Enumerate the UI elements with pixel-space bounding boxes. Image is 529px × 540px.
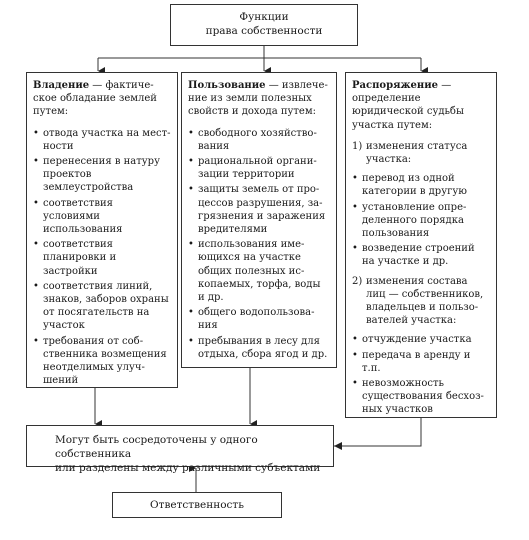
ownership-title: Владение [33,80,90,91]
concentration-line-1: Могут быть сосредоточены у одного собств… [55,434,258,460]
list-item: возведение строений на участке и др. [352,242,490,268]
use-title: Пользование [188,80,266,91]
functions-box: Функции права собственности [170,4,358,46]
group-label: изменения статуса участка: [366,140,468,166]
list-item: общего водопользова­ния [188,306,330,332]
list-item: рациональной органи­зации территории [188,155,330,181]
list-item: установление опре­деленного порядка поль… [352,201,490,241]
ownership-box: Владение — фактиче­ское обладание землей… [26,72,178,388]
group-number: 1) [352,140,363,152]
disposal-box: Распоряжение — определение юридической с… [345,72,497,418]
disposal-title: Распоряжение [352,80,439,91]
use-box: Пользование — извлече­ние из земли полез… [181,72,337,368]
list-item: использования име­ющихся на участке общи… [188,238,330,304]
disposal-group-1: 1)изменения статуса участка: [352,140,490,166]
use-intro: — извлече­ние из земли полезных свойств … [188,80,328,118]
list-item: соответствия условиями использования [33,197,171,237]
group-number: 2) [352,275,363,287]
ownership-list: отвода участка на мест­ности перенесения… [33,127,171,388]
connector-disposal-to-bottom [334,418,422,447]
functions-title: Функции [239,11,289,23]
ownership-intro: — фактиче­ское обладание землей путем: [33,80,157,118]
group-label: изменения состава лиц — собственников, в… [366,275,484,327]
list-item: передача в аренду и т.п. [352,349,490,375]
concentration-line-2: или разделены между различными субъектам… [55,462,321,474]
list-item: требования от соб­ственника возмещения н… [33,335,171,388]
list-item: пребывания в лесу для отдыха, сбора ягод… [188,335,330,361]
list-item: перенесения в натуру проектов землеустро… [33,155,171,195]
functions-subtitle: права собственности [205,25,323,37]
arrow-head-disposal [334,442,342,450]
responsibility-box: Ответственность [112,492,282,518]
disposal-group-2-list: отчуждение участка передача в аренду и т… [352,333,490,416]
responsibility-label: Ответственность [150,499,244,511]
concentration-box: Могут быть сосредоточены у одного собств… [26,425,334,474]
list-item: перевод из одной категории в другую [352,172,490,198]
list-item: соответствия планировки и застройки [33,238,171,278]
list-item: свободного хозяйство­вания [188,127,330,153]
list-item: защиты земель от про­цессов разрушения, … [188,183,330,236]
list-item: невозможность существования бесхоз­ных у… [352,377,490,417]
list-item: отчуждение участка [352,333,490,346]
list-item: отвода участка на мест­ности [33,127,171,153]
use-list: свободного хозяйство­вания рациональной … [188,127,330,361]
list-item: соответствия линий, знаков, заборов охра… [33,280,171,333]
disposal-group-2: 2)изменения состава лиц — собственников,… [352,275,490,328]
disposal-group-1-list: перевод из одной категории в другую уста… [352,172,490,268]
disposal-intro: — определение юридической судьбы участка… [352,80,464,131]
